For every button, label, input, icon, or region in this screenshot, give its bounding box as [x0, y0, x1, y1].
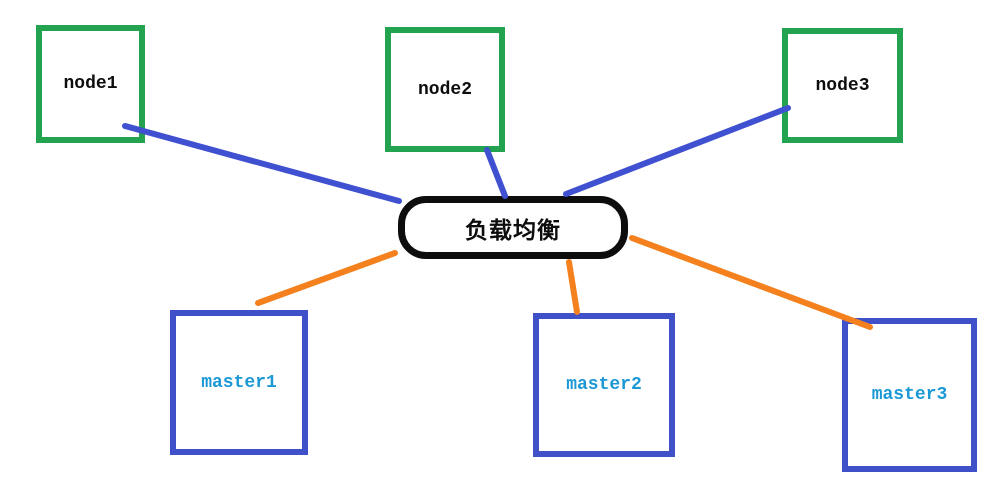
node1-box: node1 — [36, 25, 145, 143]
node3-label: node3 — [815, 75, 870, 96]
master1-box: master1 — [170, 310, 308, 455]
master3-box: master3 — [842, 318, 977, 472]
link-node2-to-load-balancer — [484, 147, 508, 199]
load-balancer-label: 负载均衡 — [465, 216, 561, 243]
master3-label: master3 — [871, 385, 948, 405]
node2-label: node2 — [417, 79, 472, 100]
node3-box: node3 — [782, 28, 903, 143]
link-node1-to-load-balancer — [122, 123, 402, 204]
master2-label: master2 — [566, 375, 642, 395]
link-load-balancer-to-master1 — [255, 250, 398, 306]
node2-box: node2 — [385, 27, 505, 152]
link-load-balancer-to-master2 — [566, 259, 580, 315]
master2-box: master2 — [533, 313, 675, 457]
link-node3-to-load-balancer — [563, 105, 791, 197]
node1-label: node1 — [63, 74, 118, 94]
master1-label: master1 — [201, 372, 277, 393]
load-balancer-box: 负载均衡 — [398, 196, 628, 259]
